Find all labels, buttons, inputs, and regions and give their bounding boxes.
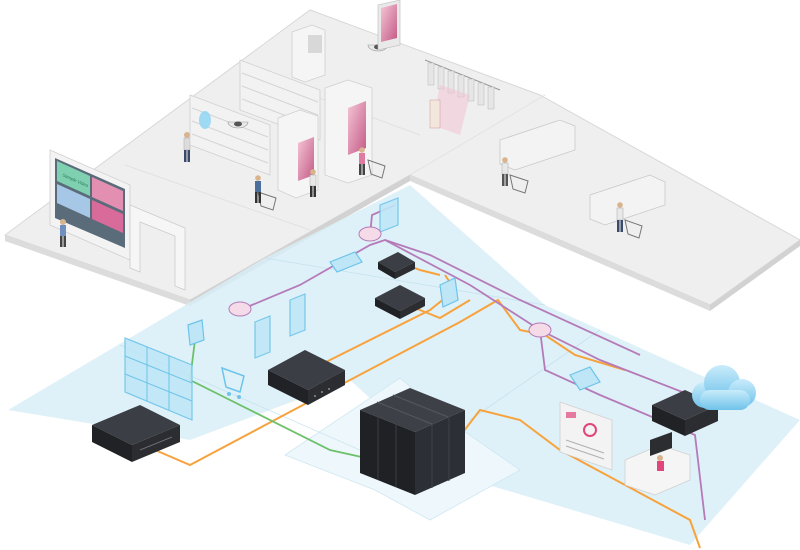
video-wall-icon — [124, 337, 193, 421]
shopper-figure — [183, 132, 191, 162]
camera-dome-icon — [227, 121, 249, 129]
camera-dome-icon — [228, 226, 552, 338]
analytics-dashboard-icon — [559, 401, 613, 471]
purple-network-cable — [239, 204, 706, 521]
shopper-figure — [255, 175, 261, 203]
shopper-figure — [60, 219, 66, 247]
server-rack-icon — [360, 388, 465, 495]
operator-workstation — [624, 432, 691, 496]
entrance-gate — [129, 204, 186, 291]
kiosk-display — [377, 0, 401, 51]
clothing-rack — [424, 59, 501, 135]
digital-signage-icon — [254, 197, 399, 359]
shopping-cart-icon — [220, 366, 245, 399]
digital-signage-pillar — [291, 24, 326, 83]
price-tag-icon — [439, 277, 459, 308]
edge-gateway-icon — [378, 252, 415, 279]
edge-gateway-icon — [92, 405, 180, 462]
checkout-counter-icon — [569, 366, 601, 391]
payment-terminal-icon — [329, 251, 363, 273]
edge-gateway-icon — [268, 350, 345, 405]
edge-gateway-icon — [375, 285, 425, 319]
checkout-counter-icon — [499, 119, 666, 226]
shopper-figure — [616, 202, 624, 232]
shopper-figure — [501, 157, 509, 186]
hologram-icon — [199, 111, 211, 129]
shopper-figure — [359, 147, 365, 175]
shopper-figure — [309, 169, 317, 197]
digital-signage-pillar — [277, 109, 319, 199]
smart-shelf-icon — [187, 319, 205, 346]
cloud-icon — [692, 365, 756, 410]
